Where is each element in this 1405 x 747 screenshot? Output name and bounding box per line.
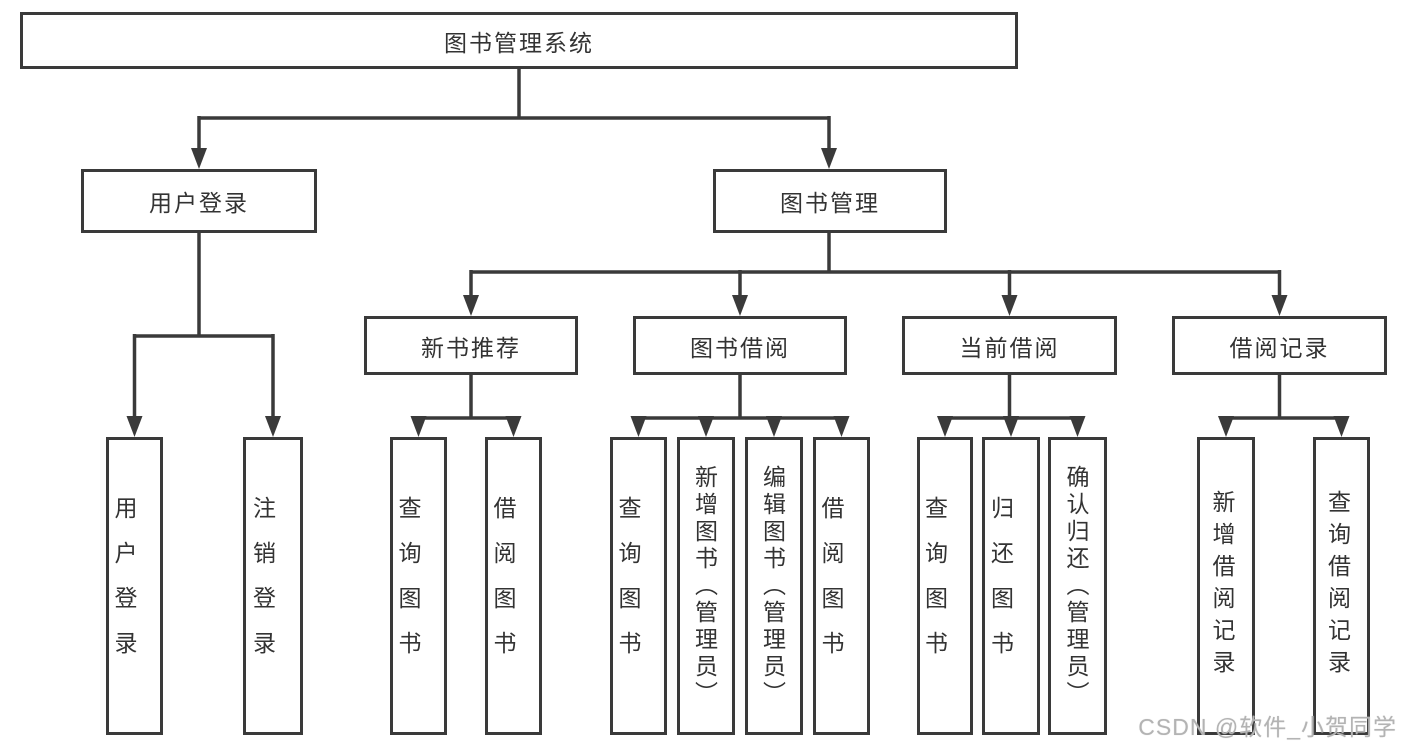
leaf-logout: 注销登录: [243, 437, 303, 735]
leaf-label: 查询借阅记录: [1324, 490, 1351, 682]
node-book-management: 图书管理: [713, 169, 947, 233]
leaf-query-books-recommend: 查询图书: [390, 437, 447, 735]
leaf-borrow-books-recommend: 借阅图书: [485, 437, 542, 735]
leaf-query-books-borrowing: 查询图书: [610, 437, 667, 735]
leaf-label: 新增借阅记录: [1209, 490, 1235, 682]
leaf-label: 新增图书（管理员）: [691, 464, 718, 708]
leaf-borrow-books: 借阅图书: [813, 437, 870, 735]
node-current-borrowing: 当前借阅: [902, 316, 1117, 375]
leaf-add-borrow-record: 新增借阅记录: [1197, 437, 1255, 735]
leaf-label: 确认归还（管理员）: [1063, 464, 1089, 708]
leaf-user-login: 用户登录: [106, 437, 163, 735]
leaf-label: 归还图书: [987, 496, 1014, 676]
node-user-login: 用户登录: [81, 169, 317, 233]
node-label: 图书管理系统: [444, 29, 594, 56]
node-library-system: 图书管理系统: [20, 12, 1018, 69]
node-label: 借阅记录: [1229, 334, 1330, 361]
watermark: CSDN @软件_小贺同学: [1138, 714, 1397, 740]
leaf-add-books-admin: 新增图书（管理员）: [677, 437, 735, 735]
leaf-label: 编辑图书（管理员）: [759, 464, 786, 708]
leaf-label: 查询图书: [395, 496, 421, 676]
leaf-label: 用户登录: [111, 496, 137, 676]
node-label: 图书管理: [780, 190, 880, 216]
leaf-query-borrow-record: 查询借阅记录: [1313, 437, 1370, 735]
leaf-label: 查询图书: [921, 496, 948, 676]
node-label: 当前借阅: [959, 334, 1060, 361]
leaf-return-books: 归还图书: [982, 437, 1040, 735]
leaf-confirm-return-admin: 确认归还（管理员）: [1048, 437, 1107, 735]
leaf-query-books-current: 查询图书: [917, 437, 973, 735]
node-book-borrowing: 图书借阅: [633, 316, 847, 375]
leaf-label: 借阅图书: [818, 496, 844, 676]
node-label: 新书推荐: [421, 334, 521, 361]
node-label: 用户登录: [149, 190, 249, 216]
leaf-edit-books-admin: 编辑图书（管理员）: [745, 437, 803, 735]
node-label: 图书借阅: [690, 334, 790, 361]
leaf-label: 注销登录: [249, 496, 276, 676]
leaf-label: 查询图书: [615, 496, 641, 676]
node-new-book-recommend: 新书推荐: [364, 316, 578, 375]
node-borrowing-records: 借阅记录: [1172, 316, 1387, 375]
leaf-label: 借阅图书: [490, 496, 516, 676]
